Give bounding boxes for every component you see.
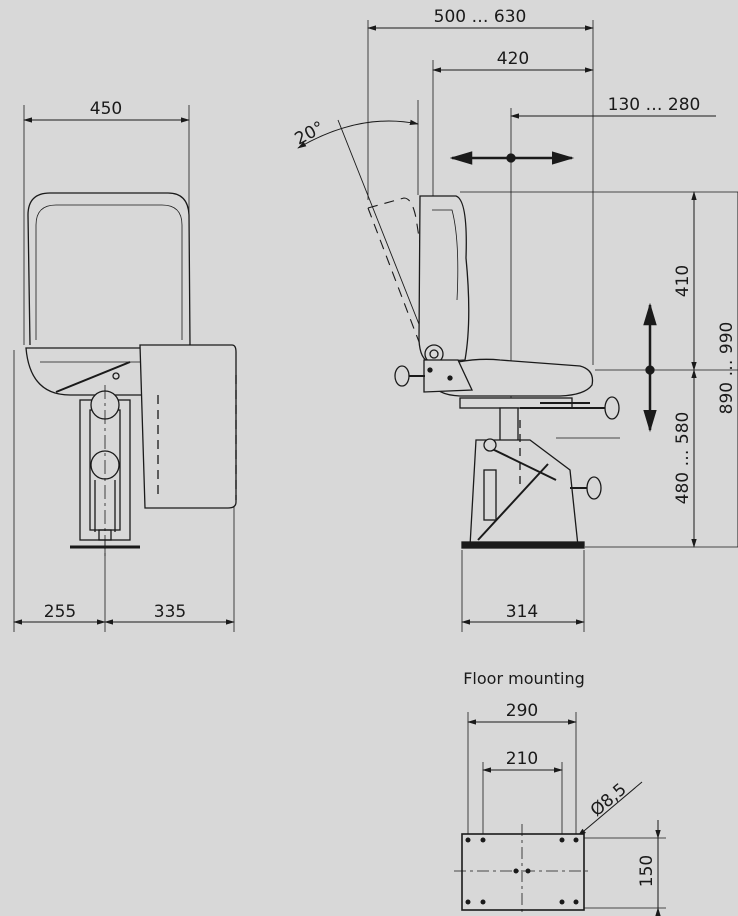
- recline-knob: [394, 365, 410, 387]
- weight-adjust-knob: [586, 476, 602, 500]
- front-view: [13, 105, 237, 632]
- front-backrest: [27, 192, 191, 346]
- side-base-plate: [461, 541, 585, 549]
- floor-mounting-title: Floor mounting: [463, 669, 585, 688]
- height-knob: [604, 396, 620, 420]
- front-side-panel: [139, 344, 237, 509]
- slide-range-label: 500 … 630: [434, 7, 527, 27]
- hole-leader: [577, 781, 643, 837]
- recline-angle-arc: [297, 119, 419, 149]
- base-width-label: 314: [506, 602, 538, 622]
- overall-height-label: 890 … 990: [717, 322, 737, 415]
- mounting-plate: [461, 833, 585, 911]
- front-left-offset-label: 255: [44, 602, 76, 622]
- inner-hole-spacing-label: 210: [506, 749, 538, 769]
- side-backrest: [418, 195, 470, 363]
- hole-diameter-label: Ø8,5: [587, 780, 631, 821]
- front-width-label: 450: [90, 99, 122, 119]
- fore-aft-label: 130 … 280: [608, 95, 701, 115]
- front-right-offset-label: 335: [154, 602, 186, 622]
- mount-depth-label: 150: [637, 855, 657, 887]
- seat-height-label: 480 … 580: [673, 412, 693, 505]
- mounting-holes: [465, 837, 579, 905]
- reclined-backrest: [367, 197, 439, 361]
- floor-mounting-plan: [454, 712, 666, 916]
- backrest-height-label: 410: [673, 265, 693, 297]
- side-view: [297, 20, 738, 632]
- depth-label: 420: [497, 49, 529, 69]
- dimension-labels: 450 255 335 500 … 630 420 130 … 280 20° …: [44, 7, 737, 887]
- recline-angle-label: 20°: [292, 118, 328, 150]
- outer-hole-spacing-label: 290: [506, 701, 538, 721]
